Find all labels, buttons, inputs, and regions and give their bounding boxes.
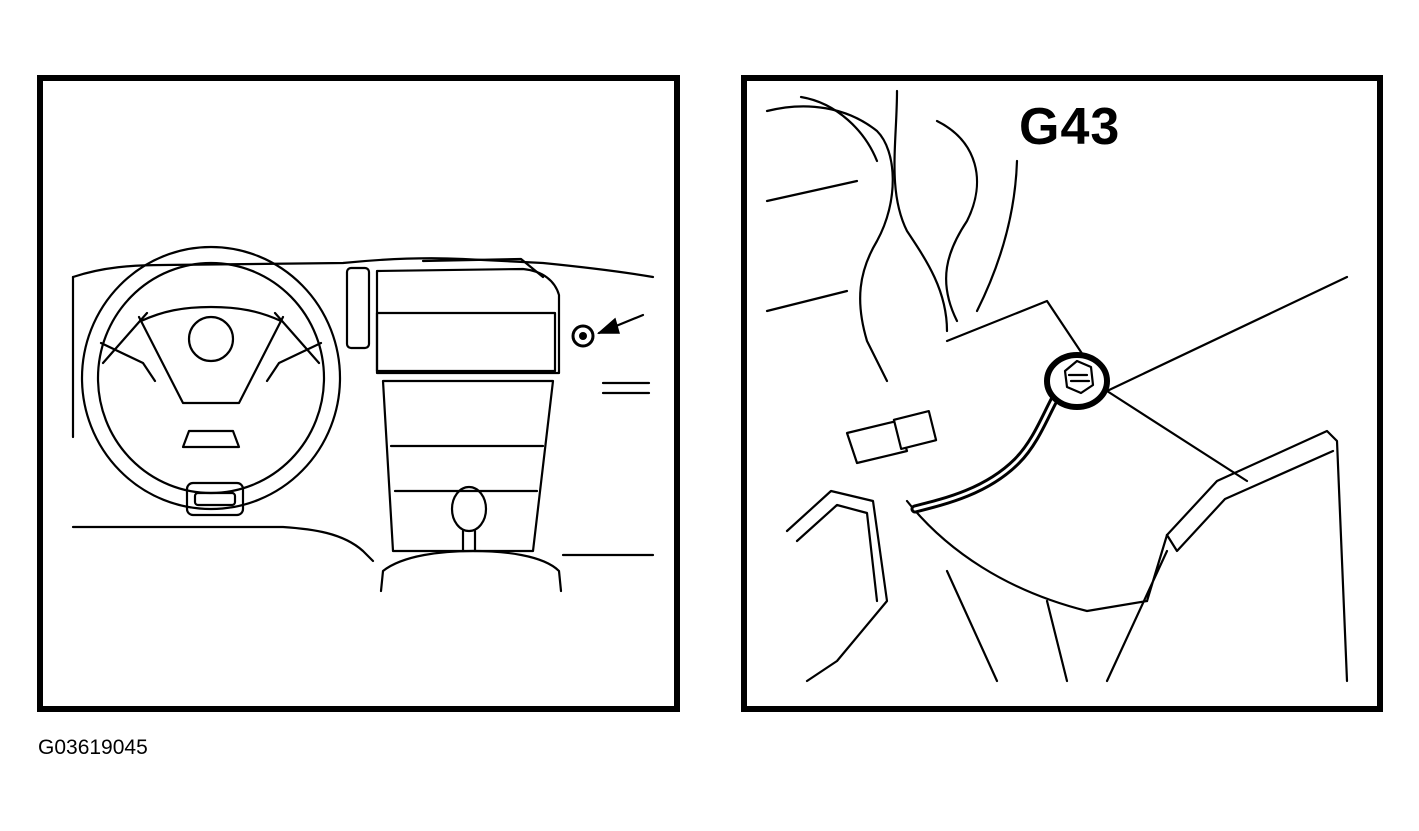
arrow-indicator (597, 313, 645, 335)
center-display-screen (375, 311, 557, 373)
floor-pan-line (945, 275, 1349, 393)
upper-bracket-outline (765, 105, 894, 383)
cluster-side-vent (345, 266, 371, 350)
lower-dash-handle (185, 481, 245, 517)
upper-bracket-inner (799, 95, 879, 163)
ground-location-marker (571, 324, 595, 348)
dashboard-top-edge (71, 257, 655, 279)
ground-strap-wire (910, 386, 1064, 514)
steering-hub-emblem (187, 315, 235, 363)
vertical-column (893, 89, 949, 333)
harness-bundle (935, 119, 979, 323)
console-base (379, 549, 563, 593)
dashboard-overview-panel (37, 75, 680, 712)
ground-terminal-nut (1044, 352, 1110, 410)
steering-wheel (80, 245, 342, 511)
gear-shifter (450, 485, 488, 553)
ground-detail-panel: G43 (741, 75, 1383, 712)
center-stack-dividers (389, 444, 545, 493)
right-seat-bracket-inner (1165, 449, 1335, 553)
center-stack (381, 379, 555, 553)
dashboard-drawing (71, 245, 655, 593)
floor-pan-diagonal (1105, 389, 1249, 483)
center-display-housing (375, 267, 561, 375)
figure-id: G03619045 (38, 736, 148, 759)
ground-label-g43: G43 (1019, 98, 1121, 156)
right-edge-curve (975, 159, 1019, 313)
clip-fastener (845, 409, 938, 465)
ground-detail-drawing (765, 89, 1349, 683)
dashboard-lower-edge (71, 525, 375, 563)
lower-tunnel (905, 499, 1149, 613)
right-seat-bracket (1165, 429, 1349, 683)
left-reference-lines (765, 179, 859, 313)
left-seat-bracket-inner (795, 503, 879, 603)
right-bracket-legs (1105, 533, 1169, 683)
left-seat-bracket (785, 489, 889, 683)
passenger-vent (601, 381, 651, 395)
cluster-hood (421, 257, 545, 279)
tunnel-lower-lines (945, 569, 1069, 683)
